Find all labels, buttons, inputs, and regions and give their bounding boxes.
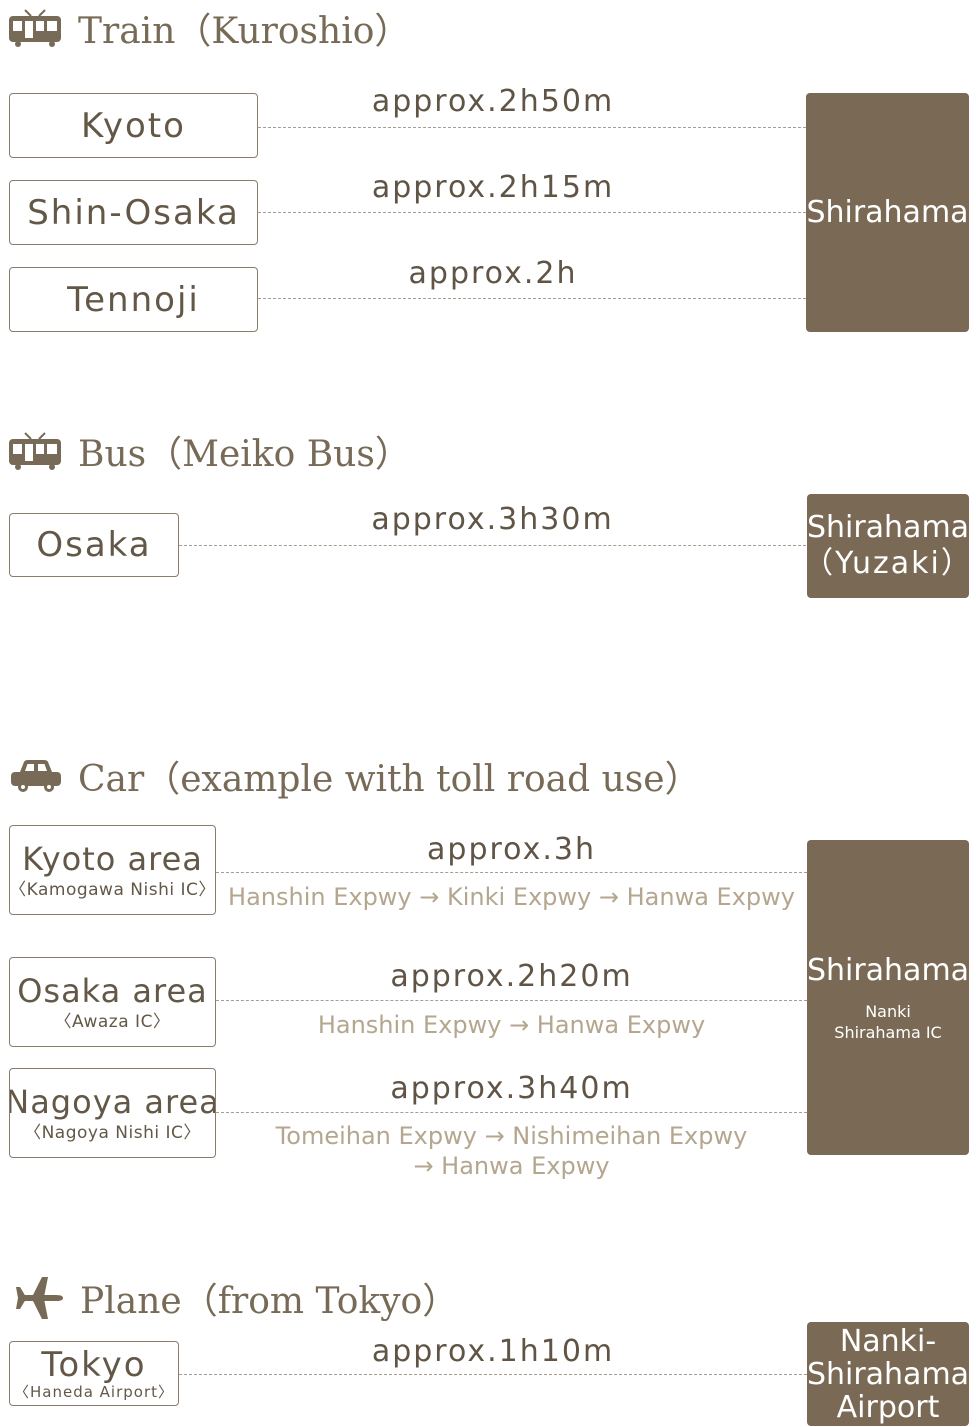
destination-label: Nanki- [839,1323,937,1359]
bus-section-title: Bus（Meiko Bus） [8,425,411,477]
train-section-title: Train（Kuroshio） [8,2,410,54]
car-icon [11,760,61,792]
origin-label: Tennoji [67,279,200,320]
plane-origin-tokyo: Tokyo 〈Haneda Airport〉 [9,1341,179,1406]
destination-label: Shirahama [807,510,969,545]
route-dash-line [258,298,806,299]
route-dash-line [179,1374,807,1375]
car-section-title: Car（example with toll road use） [10,750,701,802]
plane-icon [16,1277,63,1319]
origin-sublabel: 〈Kamogawa Nishi IC〉 [9,880,216,900]
train-origin-tennoji: Tennoji [9,267,258,332]
route-description-continued: → Hanwa Expwy [413,1152,610,1180]
route-dash-line [179,545,806,546]
travel-time: approx.2h [408,256,578,291]
travel-time: approx.3h30m [371,502,614,537]
origin-label: Osaka area [17,972,208,1010]
route-description: Hanshin Expwy → Hanwa Expwy [317,1011,706,1039]
bus-icon [9,432,61,470]
destination-sublabel: Nanki [865,1001,911,1021]
origin-label: Shin-Osaka [27,192,240,233]
train-origin-shin-osaka: Shin-Osaka [9,180,258,245]
plane-title-text: Plane（from Tokyo） [80,1281,459,1322]
car-origin-kyoto-area: Kyoto area 〈Kamogawa Nishi IC〉 [9,825,216,915]
destination-sublabel-line2: Shirahama IC [834,1022,942,1042]
origin-label: Osaka [36,525,152,565]
train-destination: Shirahama [806,93,969,332]
travel-time: approx.3h [427,832,596,867]
travel-time: approx.2h15m [371,170,615,205]
route-description: Tomeihan Expwy → Nishimeihan Expwy [275,1122,748,1150]
route-dash-line [258,212,806,213]
origin-label: Kyoto area [22,840,203,878]
bus-title-text: Bus（Meiko Bus） [78,434,411,475]
destination-label-line2: Shirahama [807,1356,969,1392]
destination-label-line3: Airport [836,1389,940,1425]
car-origin-nagoya-area: Nagoya area 〈Nagoya Nishi IC〉 [9,1068,216,1158]
destination-label: Shirahama [806,194,969,230]
origin-sublabel: 〈Awaza IC〉 [54,1012,171,1032]
route-dash-line [216,872,807,873]
travel-time: approx.3h40m [390,1071,633,1106]
train-origin-kyoto: Kyoto [9,93,258,158]
origin-sublabel: 〈Haneda Airport〉 [13,1382,175,1401]
route-description: Hanshin Expwy → Kinki Expwy → Hanwa Expw… [228,883,795,911]
plane-section-title: Plane（from Tokyo） [16,1272,458,1324]
travel-time: approx.1h10m [371,1334,615,1369]
origin-label: Tokyo [41,1344,147,1385]
car-origin-osaka-area: Osaka area 〈Awaza IC〉 [9,957,216,1047]
plane-destination: Nanki- Shirahama Airport [807,1322,969,1426]
origin-sublabel: 〈Nagoya Nishi IC〉 [24,1123,201,1143]
destination-sublabel: （Yuzaki） [807,546,969,581]
destination-label: Shirahama [807,952,969,988]
car-destination: Shirahama Nanki Shirahama IC [807,840,969,1155]
origin-label: Kyoto [81,105,186,146]
route-dash-line [258,127,806,128]
travel-time: approx.2h50m [371,84,615,119]
route-dash-line [216,1112,807,1113]
origin-label: Nagoya area [9,1083,216,1121]
car-title-text: Car（example with toll road use） [78,759,701,800]
route-dash-line [216,1000,807,1001]
train-icon [9,9,61,47]
bus-destination: Shirahama （Yuzaki） [807,494,969,598]
bus-origin-osaka: Osaka [9,513,179,577]
travel-time: approx.2h20m [390,959,633,994]
train-title-text: Train（Kuroshio） [78,11,411,52]
